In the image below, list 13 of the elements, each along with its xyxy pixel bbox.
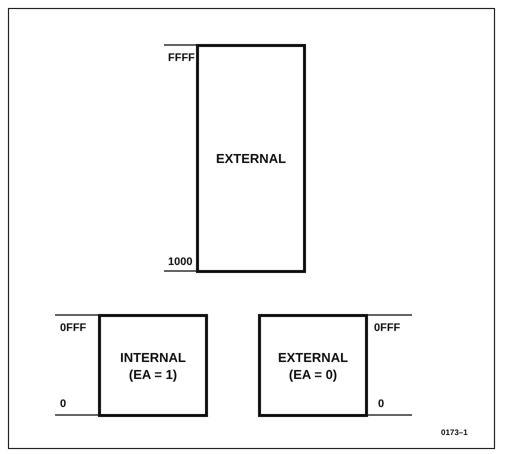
figure-number: 0173–1 [441,428,468,437]
memory-block [258,314,368,417]
block-label: INTERNAL (EA = 1) [119,348,187,382]
address-label: 0FFF [60,322,86,334]
address-label: 0 [378,398,384,410]
address-label: 0 [60,398,66,410]
address-label: 0FFF [374,322,400,334]
memory-block [196,44,306,273]
address-label: 1000 [168,256,192,268]
block-label: EXTERNAL [216,150,286,167]
memory-block [98,314,208,417]
block-label: EXTERNAL (EA = 0) [276,348,350,382]
address-label: FFFF [168,52,195,64]
